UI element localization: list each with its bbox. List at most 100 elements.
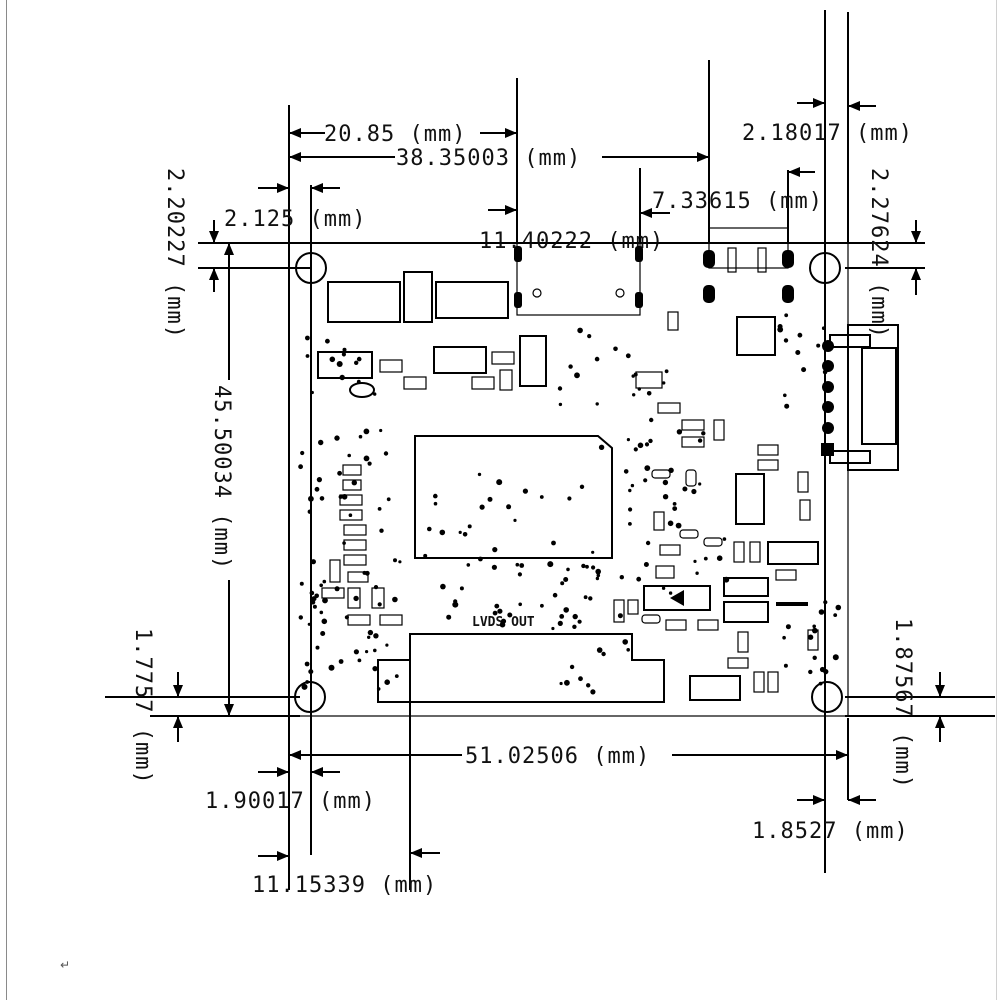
via-dot: [367, 461, 372, 466]
dim-bottom-conn-offset: 11.15339 (mm): [252, 873, 437, 898]
via-dot: [801, 367, 807, 373]
via-dot: [697, 438, 703, 443]
via-dot: [342, 541, 346, 545]
pcb-board: LVDS OUT: [288, 227, 899, 717]
via-dot: [308, 495, 314, 502]
via-dot: [398, 560, 402, 564]
via-dot: [522, 488, 529, 494]
via-dot: [808, 669, 813, 675]
via-dot: [467, 524, 472, 529]
via-dot: [632, 393, 636, 397]
via-dot: [356, 379, 361, 384]
via-dot: [310, 559, 316, 565]
via-dot: [585, 564, 589, 569]
via-dot: [588, 596, 593, 601]
via-dot: [695, 571, 699, 575]
via-dot: [633, 447, 638, 452]
via-dot: [613, 346, 618, 352]
vias: [298, 313, 842, 695]
via-dot: [305, 354, 310, 358]
via-dot: [307, 622, 311, 626]
via-dot: [569, 664, 575, 670]
via-dot: [373, 585, 379, 590]
via-dot: [518, 602, 522, 607]
paragraph-mark: ↵: [60, 958, 71, 972]
via-dot: [492, 610, 498, 616]
via-dot: [440, 583, 446, 590]
via-dot: [377, 602, 382, 607]
via-dot: [379, 528, 384, 533]
via-dot: [492, 547, 498, 553]
via-dot: [336, 361, 343, 367]
via-dot: [517, 572, 523, 577]
via-dot: [348, 513, 353, 517]
via-dot: [649, 417, 654, 423]
mounting-hole-bottom-left: [294, 681, 326, 713]
via-dot: [716, 555, 723, 561]
via-dot: [785, 624, 791, 630]
via-dot: [662, 381, 666, 385]
via-dot: [598, 444, 605, 450]
via-dot: [619, 575, 624, 580]
via-dot: [322, 579, 327, 584]
via-dot: [307, 509, 312, 514]
via-dot: [515, 562, 520, 567]
via-dot: [367, 635, 371, 639]
via-dot: [783, 663, 788, 668]
dim-bottom-left-offset: 1.90017 (mm): [205, 789, 376, 814]
via-dot: [628, 522, 632, 526]
dim-top-right-gap: 2.18017 (mm): [742, 121, 913, 146]
via-dot: [446, 614, 452, 620]
via-dot: [353, 595, 359, 602]
via-dot: [590, 689, 596, 695]
via-dot: [581, 563, 586, 569]
via-dot: [643, 562, 649, 567]
via-dot: [540, 603, 544, 608]
via-dot: [557, 620, 563, 627]
main-ic: [414, 435, 613, 559]
dim-left-top-vert: 2.20227 (mm): [162, 168, 187, 339]
via-dot: [812, 655, 817, 660]
via-dot: [594, 356, 600, 362]
via-dot: [818, 609, 825, 615]
via-dot: [329, 356, 336, 363]
via-dot: [574, 372, 580, 379]
dimension-labels: 20.85 (mm) 38.35003 (mm) 2.18017 (mm) 7.…: [130, 121, 915, 898]
via-dot: [625, 353, 631, 359]
via-dot: [648, 438, 653, 444]
via-dot: [668, 591, 673, 595]
via-dot: [596, 647, 603, 653]
mounting-hole-top-right: [809, 252, 841, 284]
via-dot: [479, 504, 485, 510]
via-dot: [337, 470, 342, 476]
via-dot: [506, 504, 512, 510]
via-dot: [539, 495, 544, 499]
via-dot: [784, 313, 789, 318]
via-dot: [316, 477, 322, 483]
dim-hole-to-right-top: 38.35003 (mm): [396, 146, 581, 171]
via-dot: [784, 403, 790, 409]
via-dot: [494, 603, 500, 609]
via-dot: [357, 658, 362, 663]
via-dot: [356, 356, 362, 362]
via-dot: [300, 450, 305, 456]
via-dot: [563, 577, 569, 582]
via-dot: [821, 326, 826, 331]
via-dot: [439, 529, 446, 536]
via-dot: [617, 613, 623, 619]
via-dot: [519, 563, 525, 568]
via-dot: [626, 648, 630, 652]
via-dot: [393, 558, 397, 563]
via-dot: [427, 526, 432, 532]
via-dot: [676, 429, 683, 435]
via-dot: [583, 595, 588, 600]
via-dot: [644, 442, 650, 447]
via-dot: [596, 573, 601, 578]
via-dot: [637, 442, 644, 449]
via-dot: [577, 327, 583, 334]
lvds-connector: [377, 633, 665, 703]
via-dot: [591, 550, 595, 554]
via-dot: [338, 659, 344, 664]
via-dot: [433, 493, 438, 499]
dim-top-mid-span: 11.40222 (mm): [479, 229, 664, 254]
